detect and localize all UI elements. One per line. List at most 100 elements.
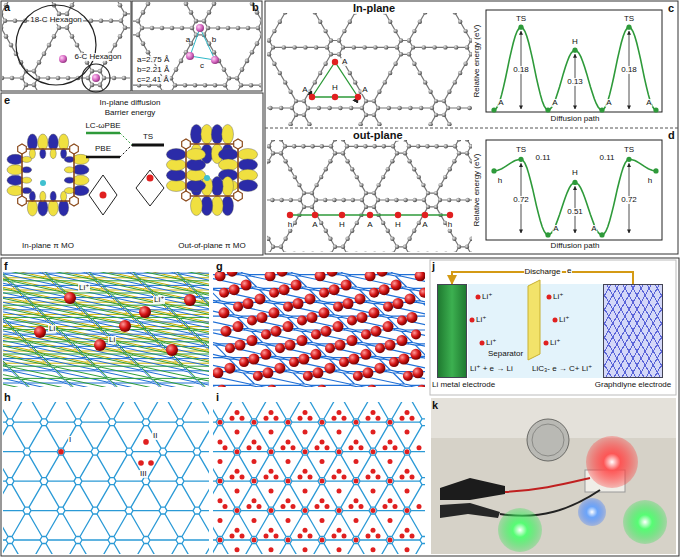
- li-site: [339, 212, 345, 218]
- carbon-atom: [382, 252, 386, 253]
- lattice-bond: [40, 306, 131, 318]
- lattice-bond: [358, 485, 403, 514]
- lattice-bond: [114, 485, 159, 514]
- li-site: [371, 508, 376, 513]
- carbon-atom: [184, 2, 189, 6]
- li-site: [337, 508, 342, 513]
- lattice-bond: [153, 331, 210, 343]
- li-ball: [262, 367, 273, 378]
- carbon-atom: [136, 19, 141, 24]
- carbon-atom: [246, 26, 251, 31]
- orbital-lobe: [50, 149, 56, 159]
- lattice-bond: [267, 140, 331, 153]
- carbon-atom: [283, 13, 287, 15]
- li-ball: [274, 363, 285, 374]
- carbon-atom: [190, 26, 195, 31]
- li-ball: [166, 344, 178, 356]
- li-site: [354, 459, 359, 464]
- carbon-atom: [463, 29, 467, 33]
- li-atom: [40, 180, 46, 186]
- lattice-bond: [2, 28, 22, 85]
- orbital-lobe: [186, 169, 206, 181]
- li-site: [337, 449, 342, 454]
- li-site: [388, 439, 393, 444]
- li-site: [393, 445, 398, 450]
- orbital-lobe: [191, 124, 203, 144]
- li-site: [320, 439, 325, 444]
- carbon-atom: [136, 33, 141, 38]
- li-site: [367, 212, 373, 218]
- panel-divider: [265, 128, 678, 129]
- carbon-atom: [216, 26, 221, 31]
- carbon-atom: [329, 252, 333, 253]
- lattice-bond: [80, 544, 125, 555]
- li-ball: [383, 302, 393, 312]
- lattice-bond: [165, 402, 209, 426]
- li-site: [218, 479, 223, 484]
- carbon-atom: [363, 252, 367, 253]
- li-atom: [211, 56, 219, 64]
- carbon-atom: [102, 76, 107, 81]
- li-ball: [34, 326, 46, 338]
- li-site: [332, 534, 337, 539]
- li-site: [257, 445, 262, 450]
- li-site: [320, 479, 325, 484]
- carbon-atom: [465, 45, 469, 49]
- carbon-atom: [434, 99, 438, 103]
- li-site: [269, 430, 274, 435]
- panel-letter: d: [668, 130, 675, 141]
- li-site: [269, 508, 274, 513]
- carbon-atom: [447, 198, 451, 202]
- li-ball: [315, 272, 326, 281]
- panel-letter: g: [216, 261, 223, 272]
- carbon-atom: [66, 76, 71, 81]
- carbon-atom: [90, 83, 95, 88]
- carbon-atom: [283, 159, 287, 163]
- carbon-atom: [434, 144, 438, 148]
- carbon-atom: [302, 191, 306, 195]
- carbon-atom: [372, 113, 376, 117]
- carbon-atom: [319, 221, 323, 225]
- li-site: [332, 94, 338, 100]
- carbon-atom: [447, 90, 451, 94]
- li-site: [269, 528, 274, 533]
- carbon-atom: [298, 198, 302, 202]
- li-site: [417, 504, 422, 509]
- li-ball: [383, 321, 394, 332]
- li-ball: [403, 371, 413, 381]
- led-glow: [498, 508, 542, 552]
- li-ball: [410, 349, 421, 360]
- li-site: [257, 504, 262, 509]
- carbon-atom: [348, 20, 352, 24]
- carbon-atom: [469, 144, 472, 148]
- carbon-atom: [249, 83, 254, 88]
- li-ball: [341, 280, 352, 291]
- lattice-bond: [267, 153, 300, 207]
- orbital-lobe: [211, 176, 223, 196]
- carbon-atom: [146, 50, 151, 55]
- li-site: [388, 459, 393, 464]
- li-site: [308, 534, 313, 539]
- li-ball: [411, 329, 421, 339]
- li-site: [325, 504, 330, 509]
- carbon-atom: [447, 122, 451, 126]
- carbon-atom: [399, 52, 403, 56]
- carbon-atom: [469, 159, 472, 163]
- carbon-atom: [24, 83, 29, 88]
- electrode-slab: [603, 284, 663, 378]
- electrode-label: Li metal electrode: [432, 381, 495, 389]
- carbon-atom: [70, 34, 75, 39]
- lattice-bond: [133, 2, 192, 35]
- site-diamond: [136, 170, 164, 206]
- carbon-atom: [324, 167, 328, 171]
- electrode: Li metal electrode: [432, 284, 512, 389]
- carbon-atom: [362, 45, 366, 49]
- lattice-bond: [375, 455, 420, 485]
- carbon-atom: [444, 252, 448, 253]
- li-ion: [544, 341, 549, 346]
- wire: [505, 478, 590, 492]
- carbon-atom: [319, 175, 323, 179]
- carbon-atom: [320, 144, 324, 148]
- carbon-atom: [260, 19, 261, 24]
- lattice-bond: [63, 455, 108, 485]
